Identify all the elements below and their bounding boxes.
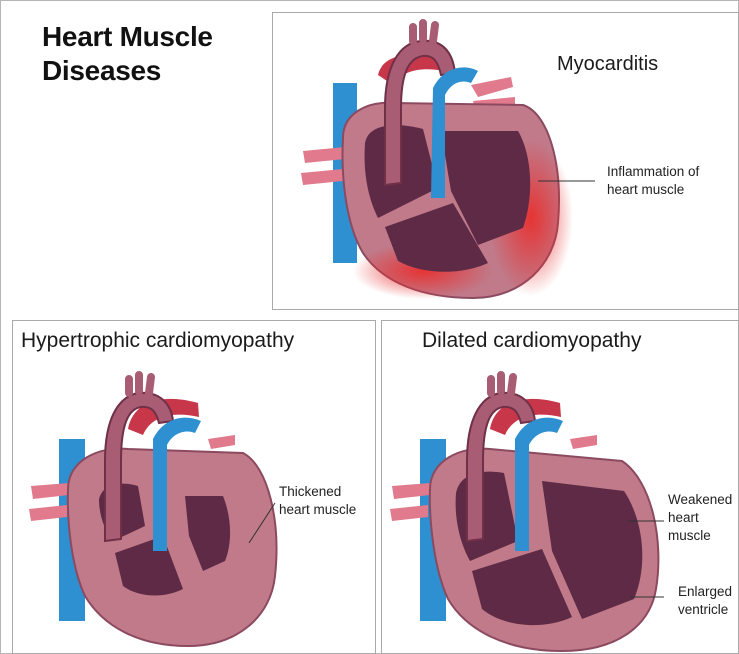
annotation-inflammation-line-1: Inflammation of <box>607 163 699 181</box>
annotation-weakened-line-3: muscle <box>668 527 732 545</box>
figure-title-line-1: Heart Muscle <box>42 20 213 54</box>
annotation-weakened: Weakened heart muscle <box>668 491 732 545</box>
annotation-inflammation-line-2: heart muscle <box>607 181 699 199</box>
panel-myocarditis: Myocarditis Inflammation of heart muscle <box>272 12 739 310</box>
figure-title-line-2: Diseases <box>42 54 213 88</box>
panel-dilated: Dilated cardiomyopathy Weakened heart mu… <box>381 320 739 654</box>
annotation-weakened-line-1: Weakened <box>668 491 732 509</box>
annotation-enlarged-line-1: Enlarged <box>678 583 732 601</box>
annotation-thickened-line-1: Thickened <box>279 483 356 501</box>
panel-title-hypertrophic: Hypertrophic cardiomyopathy <box>21 329 294 353</box>
annotation-thickened: Thickened heart muscle <box>279 483 356 519</box>
annotation-weakened-line-2: heart <box>668 509 732 527</box>
figure-title: Heart Muscle Diseases <box>42 20 213 88</box>
panel-title-myocarditis: Myocarditis <box>557 53 658 76</box>
annotation-inflammation: Inflammation of heart muscle <box>607 163 699 199</box>
heart-illustration-myocarditis <box>273 13 739 310</box>
annotation-enlarged: Enlarged ventricle <box>678 583 732 619</box>
panel-title-dilated: Dilated cardiomyopathy <box>422 329 641 353</box>
annotation-enlarged-line-2: ventricle <box>678 601 732 619</box>
panel-hypertrophic: Hypertrophic cardiomyopathy Thickened he… <box>12 320 376 654</box>
annotation-thickened-line-2: heart muscle <box>279 501 356 519</box>
